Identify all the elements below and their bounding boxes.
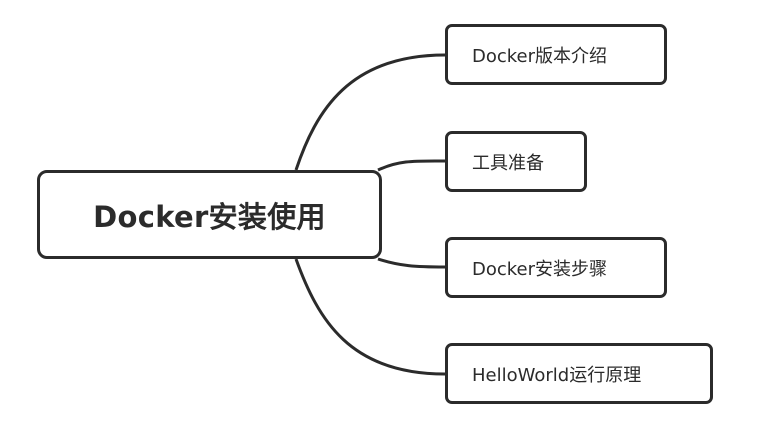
branch-label: Docker安装步骤	[472, 258, 608, 280]
branch-tool-preparation[interactable]: 工具准备	[445, 131, 587, 192]
branch-docker-install-steps[interactable]: Docker安装步骤	[445, 237, 667, 298]
branch-label: 工具准备	[472, 152, 544, 174]
branch-helloworld-principle[interactable]: HelloWorld运行原理	[445, 343, 713, 404]
connector-line-tool-preparation	[377, 159, 446, 172]
branch-label: HelloWorld运行原理	[472, 364, 642, 386]
connector-line-version-intro	[294, 53, 446, 171]
branch-label: Docker版本介绍	[472, 45, 608, 67]
connector-line-helloworld	[294, 258, 446, 376]
branch-docker-version-intro[interactable]: Docker版本介绍	[445, 24, 667, 85]
root-topic-node[interactable]: Docker安装使用	[37, 170, 382, 259]
root-topic-label: Docker安装使用	[93, 199, 326, 234]
connector-line-install-steps	[377, 257, 446, 269]
